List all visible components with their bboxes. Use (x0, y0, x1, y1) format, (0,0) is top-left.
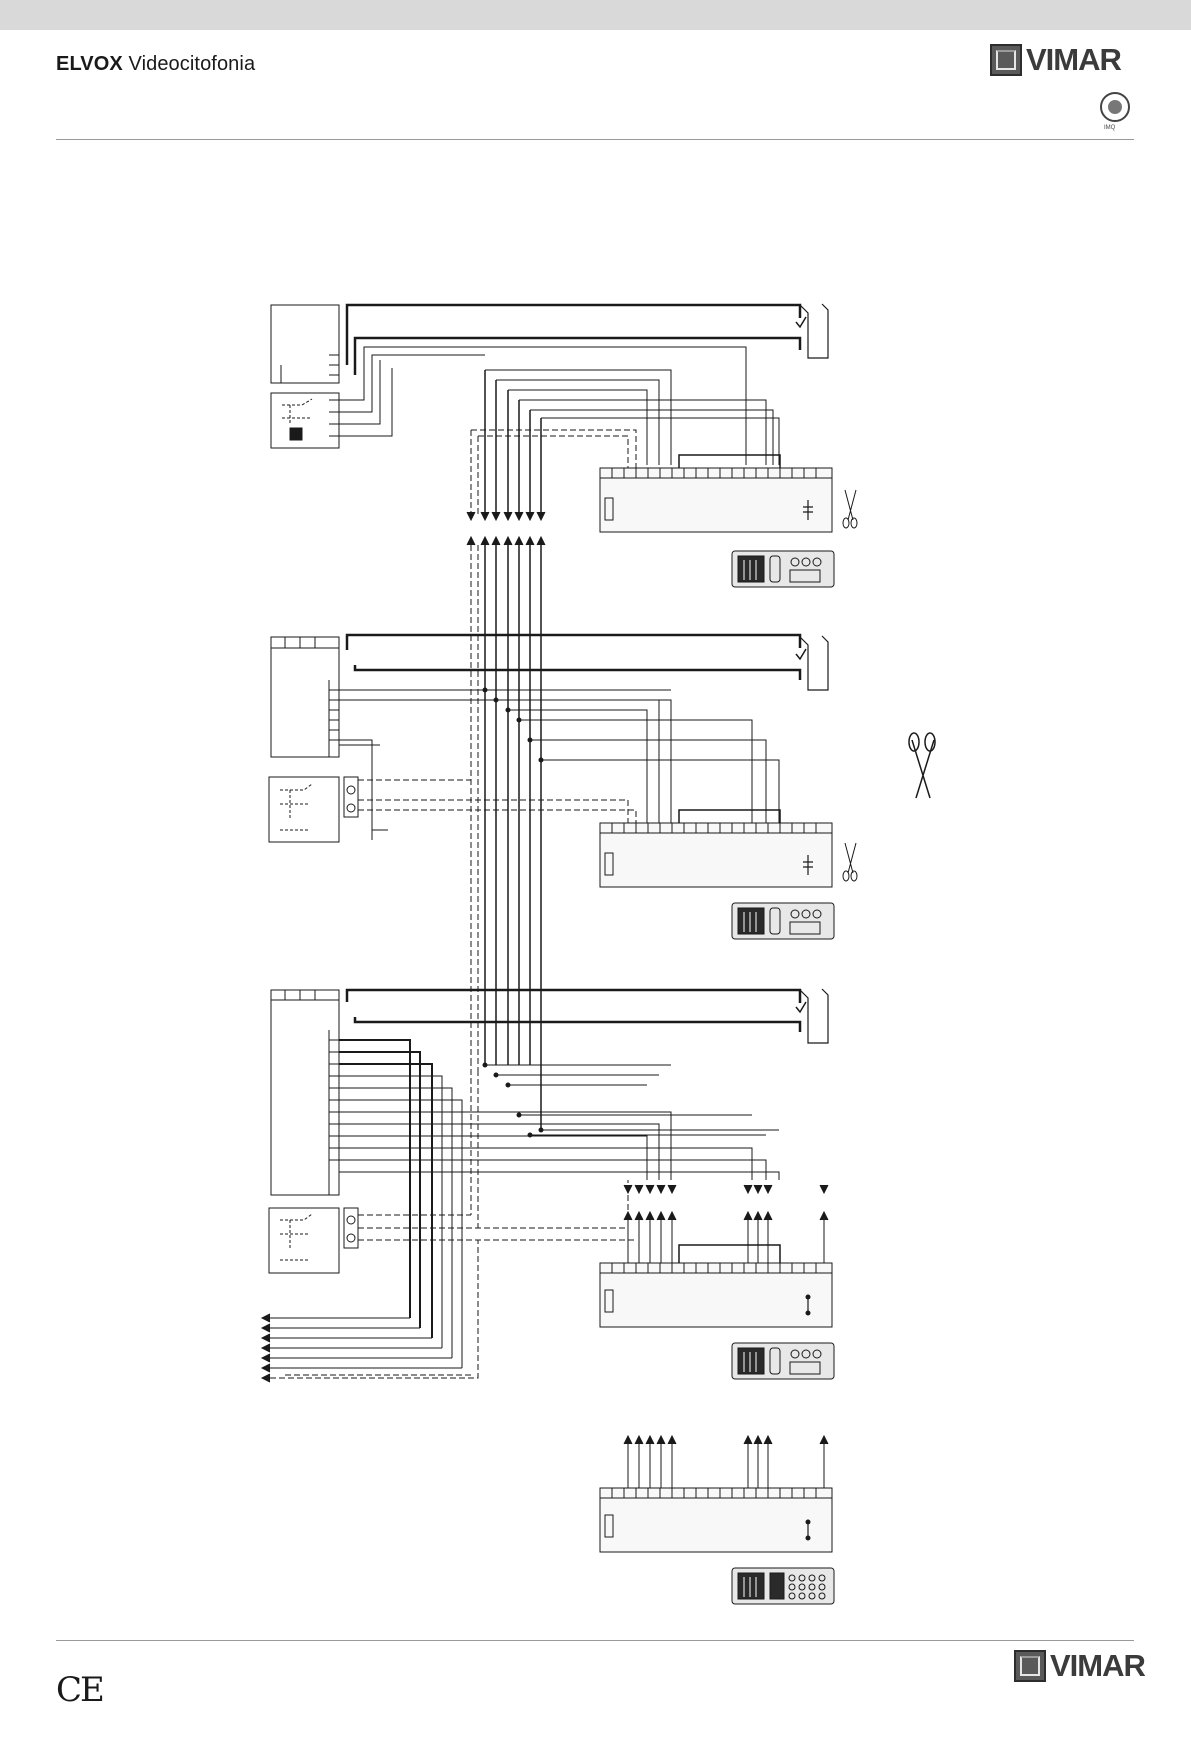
section-1 (271, 304, 857, 587)
scissors-icon (843, 490, 857, 528)
vimar-logo-icon (1014, 1650, 1046, 1682)
footer-divider (56, 1640, 1134, 1641)
trunk-arrows-up-4 (624, 1436, 828, 1444)
output-arrows-left (262, 1314, 270, 1382)
video-distributor (269, 1208, 339, 1273)
door-lock-icon (800, 304, 828, 358)
cut-marker-icon (909, 733, 935, 798)
door-lock-icon (800, 636, 828, 690)
scissors-icon (843, 843, 857, 881)
connector-bracket (679, 810, 780, 823)
vimar-logo-text: VIMAR (1050, 1648, 1145, 1684)
section-4 (600, 1436, 834, 1604)
trunk-arrows-down-1 (467, 512, 545, 520)
trunk-arrows-up-3 (624, 1212, 828, 1220)
section-3 (262, 989, 834, 1382)
trunk-arrows-down-3 (624, 1185, 828, 1193)
section-2 (269, 545, 935, 1130)
relay-unit (271, 393, 339, 448)
ce-mark: CE (56, 1670, 103, 1710)
video-distributor (269, 777, 339, 842)
connector-bracket (679, 455, 780, 468)
vimar-logo-bottom: VIMAR (1014, 1648, 1145, 1684)
door-lock-icon (800, 989, 828, 1043)
trunk-arrows-up-1 (467, 537, 545, 545)
relay-coil-icon (290, 428, 302, 440)
connector-bracket (679, 1245, 780, 1263)
